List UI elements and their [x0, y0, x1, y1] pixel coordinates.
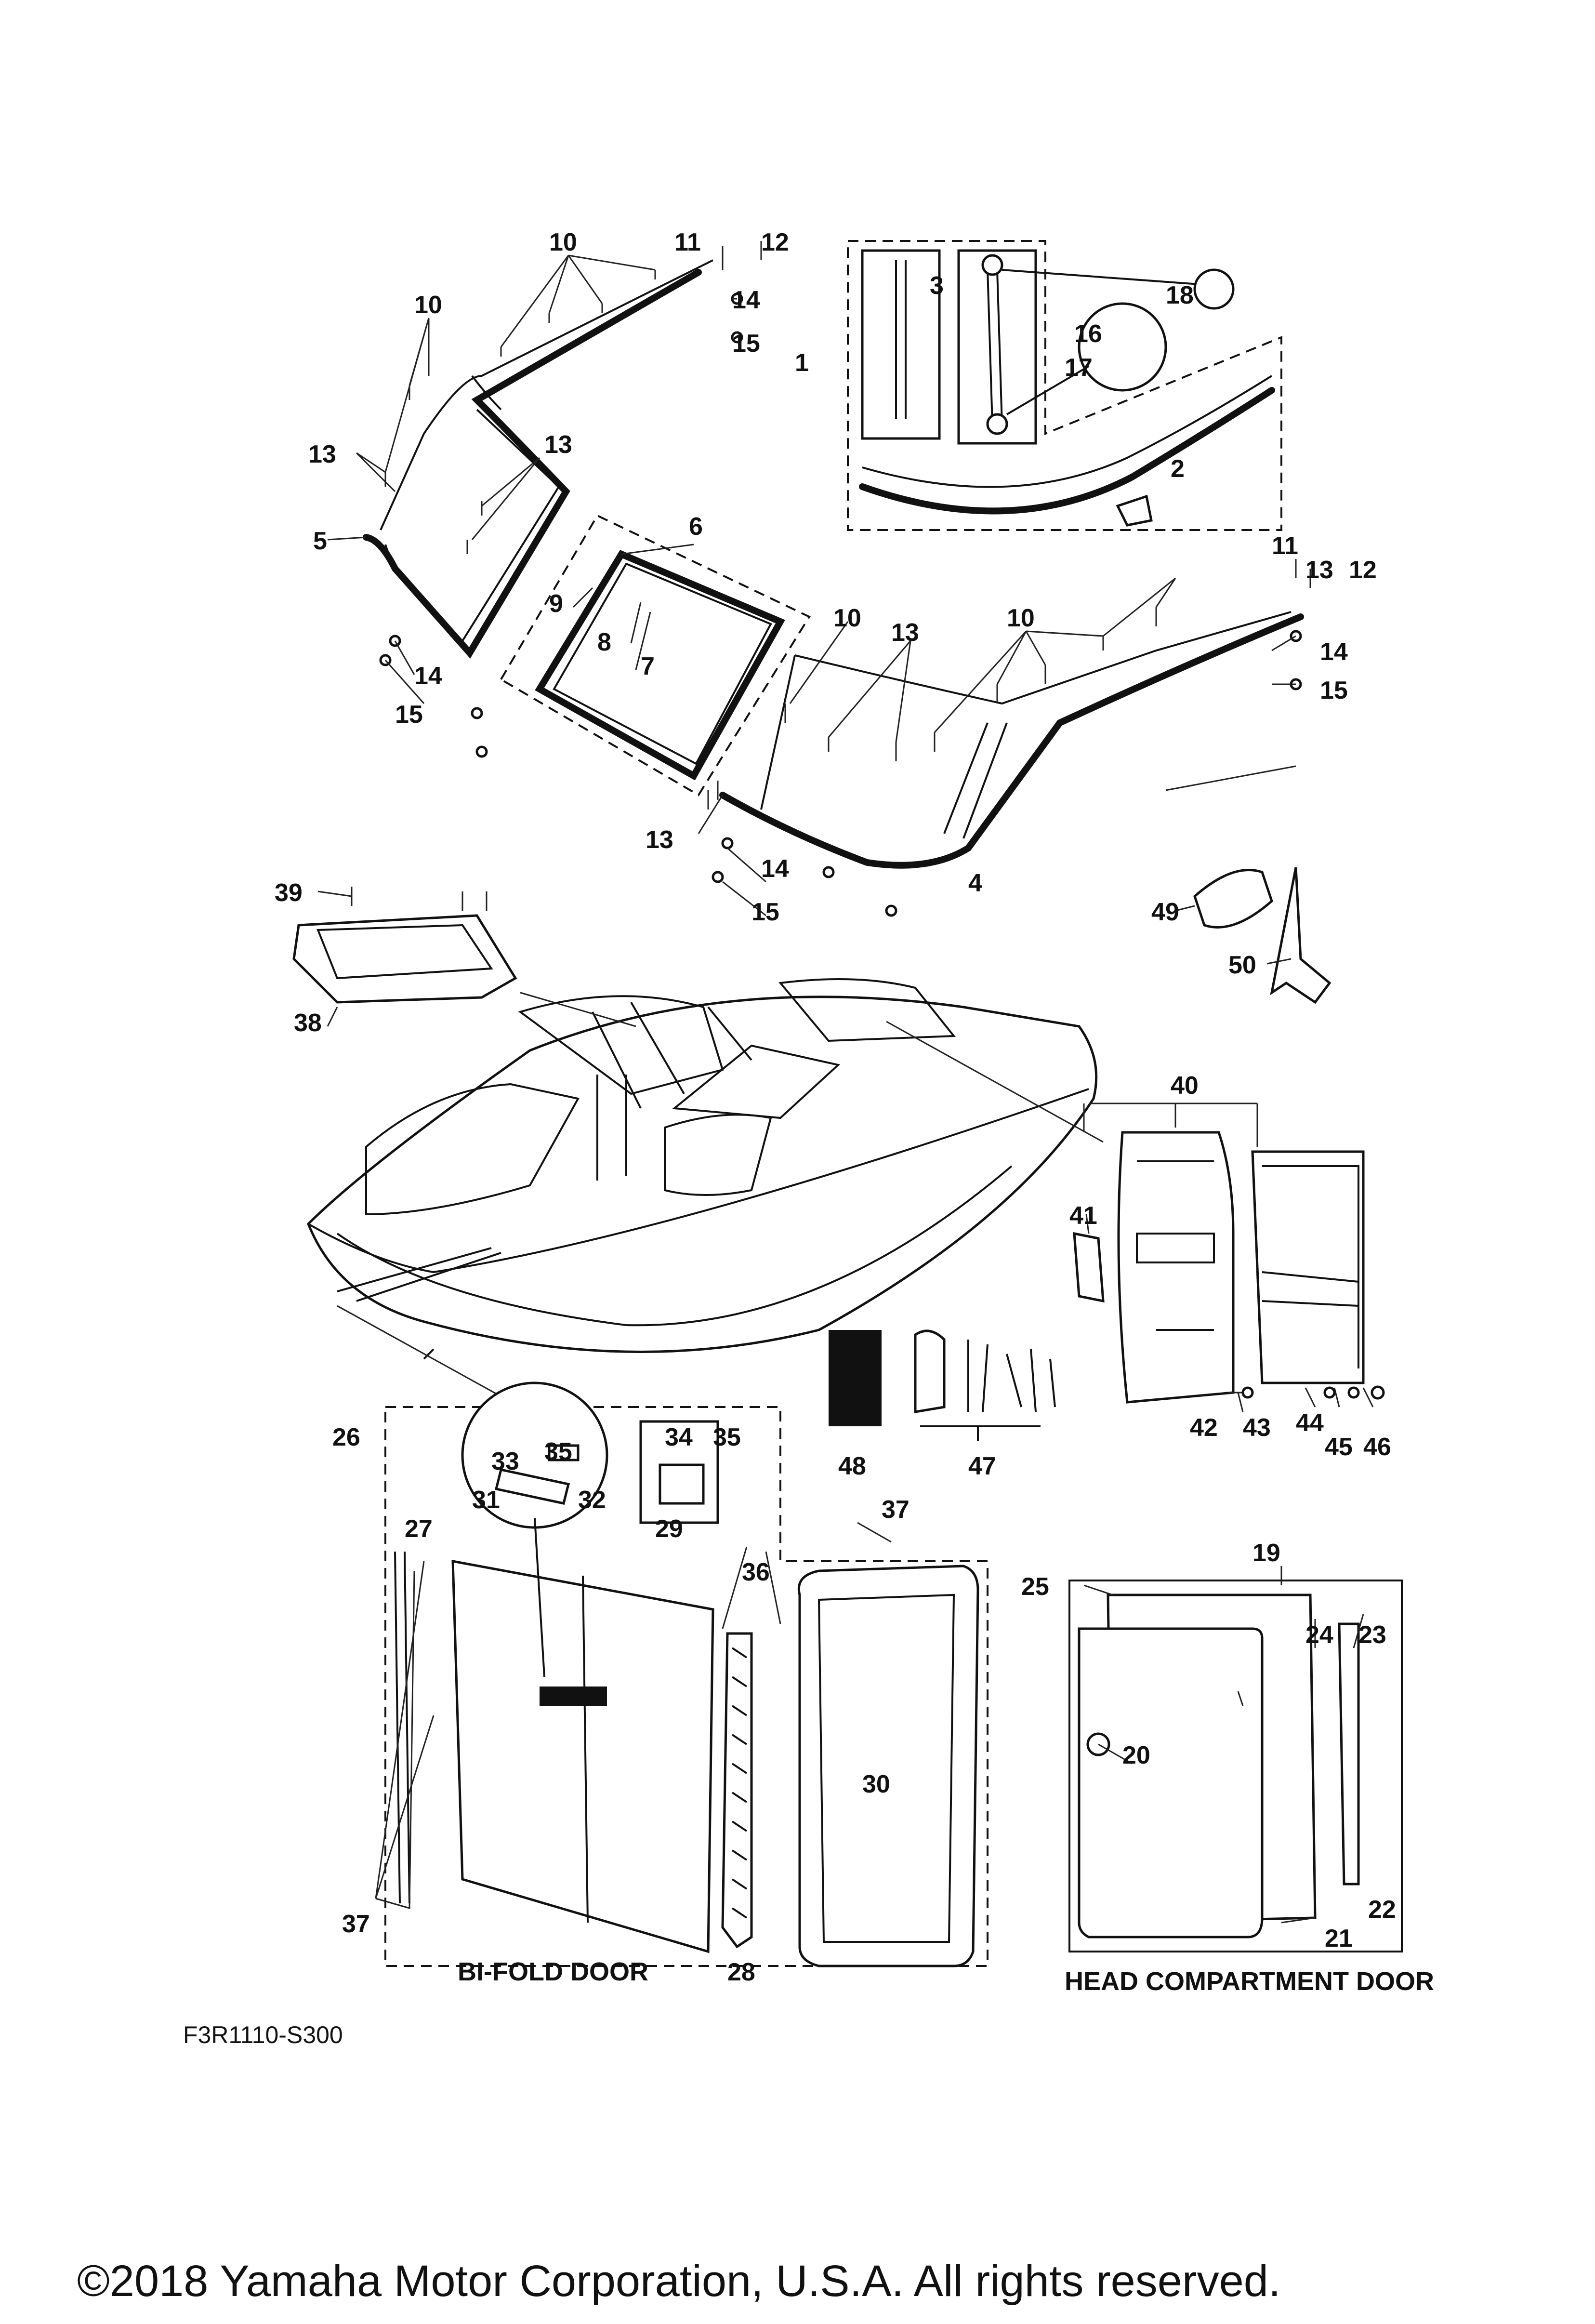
part-number-16: 16 — [1074, 320, 1102, 348]
part-number-35-right: 35 — [713, 1423, 741, 1451]
part-number-48: 48 — [838, 1452, 866, 1480]
screws — [384, 241, 1311, 810]
mirror-assembly — [1175, 867, 1331, 1004]
part-number-32: 32 — [578, 1486, 606, 1514]
windshield-right-panel — [719, 611, 1304, 869]
warning-label-black — [829, 1330, 882, 1426]
part-number-15-left: 15 — [395, 701, 423, 729]
part-number-13-left: 13 — [308, 440, 336, 468]
part-number-19: 19 — [1252, 1539, 1280, 1567]
part-number-40: 40 — [1171, 1072, 1199, 1100]
part-number-38: 38 — [294, 1009, 322, 1037]
storage-compartment — [1073, 1102, 1385, 1412]
head-compartment-door-group — [1068, 1566, 1403, 1952]
windshield-left-panel — [363, 259, 713, 659]
windshield-center-door — [500, 514, 811, 797]
part-number-12-top: 12 — [761, 228, 789, 256]
part-number-11-right: 11 — [1272, 532, 1298, 560]
copyright-notice: ©2018 Yamaha Motor Corporation, U.S.A. A… — [77, 2257, 1280, 2306]
part-number-20: 20 — [1122, 1741, 1150, 1769]
frame-rod-inset — [847, 240, 1282, 531]
part-number-10-center: 10 — [833, 604, 861, 632]
part-number-37-bottom: 37 — [342, 1910, 370, 1938]
boat-illustration — [307, 978, 1098, 1360]
part-number-4: 4 — [968, 869, 982, 897]
part-number-22: 22 — [1368, 1896, 1396, 1924]
part-number-8: 8 — [597, 628, 611, 656]
part-number-13-right: 13 — [891, 619, 919, 647]
part-number-15-top: 15 — [732, 330, 760, 358]
part-number-15-right: 15 — [1320, 677, 1348, 704]
part-number-42: 42 — [1190, 1414, 1218, 1442]
tool-kit — [914, 1329, 1056, 1441]
leaders-boat — [337, 992, 1104, 1408]
part-number-41: 41 — [1069, 1202, 1097, 1230]
part-number-2: 2 — [1171, 455, 1185, 483]
part-number-47: 47 — [968, 1452, 996, 1480]
part-number-23: 23 — [1358, 1621, 1386, 1649]
part-number-49: 49 — [1151, 898, 1179, 926]
part-number-28: 28 — [727, 1958, 755, 1986]
part-number-50: 50 — [1228, 951, 1256, 979]
part-number-14-bottom: 14 — [761, 855, 789, 883]
part-number-17: 17 — [1065, 354, 1093, 382]
part-number-21: 21 — [1325, 1925, 1353, 1952]
part-number-9: 9 — [549, 590, 563, 618]
part-number-13-upper: 13 — [544, 431, 572, 459]
part-number-31: 31 — [472, 1486, 500, 1514]
part-number-45: 45 — [1325, 1433, 1353, 1461]
washers-nuts — [379, 292, 1302, 917]
part-number-11-top: 11 — [674, 228, 701, 256]
glovebox-tray — [292, 887, 517, 1027]
part-number-35-left: 35 — [544, 1438, 572, 1466]
part-number-3: 3 — [930, 272, 944, 300]
part-number-43: 43 — [1243, 1414, 1271, 1442]
part-number-25: 25 — [1021, 1573, 1049, 1601]
part-number-46: 46 — [1363, 1433, 1391, 1461]
part-number-15-bottom: 15 — [751, 898, 779, 926]
part-number-13-bottom: 13 — [646, 826, 673, 854]
part-number-39: 39 — [275, 879, 303, 907]
part-number-7: 7 — [641, 652, 655, 680]
part-number-14-right: 14 — [1320, 638, 1348, 666]
part-number-10-top: 10 — [549, 228, 577, 256]
part-number-6: 6 — [689, 513, 703, 541]
part-number-10-right: 10 — [1007, 604, 1035, 632]
part-number-29: 29 — [655, 1515, 683, 1543]
leaders-windshield — [327, 254, 1296, 916]
part-number-33: 33 — [491, 1448, 519, 1475]
part-number-24: 24 — [1305, 1621, 1333, 1649]
part-number-37-top: 37 — [882, 1496, 910, 1524]
part-number-1: 1 — [795, 349, 809, 377]
part-number-12-right: 12 — [1349, 556, 1377, 584]
part-number-14-left: 14 — [414, 662, 442, 690]
part-number-13-far: 13 — [1305, 556, 1333, 584]
part-number-5: 5 — [313, 527, 327, 555]
part-number-44: 44 — [1296, 1409, 1324, 1437]
drawing-code: F3R1110-S300 — [183, 2021, 343, 2048]
part-number-27: 27 — [405, 1515, 433, 1543]
head-compartment-door-label: HEAD COMPARTMENT DOOR — [1065, 1967, 1434, 1996]
part-number-14-top: 14 — [732, 286, 760, 314]
part-number-26: 26 — [332, 1423, 360, 1451]
bi-fold-door-group — [375, 1381, 989, 1967]
part-number-34: 34 — [665, 1423, 693, 1451]
part-number-10-left: 10 — [414, 291, 442, 319]
bi-fold-door-label: BI-FOLD DOOR — [458, 1957, 648, 1986]
part-number-labels: 1 2 3 4 5 6 7 8 9 10 10 10 10 11 11 12 1… — [275, 228, 1396, 1986]
part-number-36: 36 — [742, 1558, 770, 1586]
part-number-30: 30 — [862, 1770, 890, 1798]
part-number-18: 18 — [1166, 281, 1194, 309]
